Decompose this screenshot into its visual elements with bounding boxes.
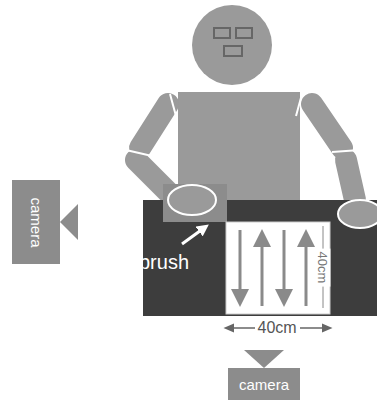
stroke-arrows	[240, 230, 306, 306]
camera-body: camera	[228, 368, 300, 400]
robot-head	[192, 5, 272, 85]
dimension-line	[298, 327, 328, 329]
robot-eye	[236, 28, 252, 38]
dimension-label: 40cm	[255, 319, 300, 337]
dimension-line	[228, 327, 256, 329]
camera-label: camera	[239, 376, 289, 393]
robot-mouth	[224, 46, 242, 56]
robot-eye	[214, 28, 230, 38]
work-area	[226, 222, 330, 314]
camera-lens	[60, 204, 78, 240]
dimension-label: 40cm	[315, 248, 330, 286]
camera-label: camera	[28, 197, 45, 247]
brush	[163, 184, 227, 222]
robot-hand	[168, 185, 216, 215]
camera-body: camera	[12, 180, 60, 264]
robot-hand	[338, 200, 377, 228]
robot-joints	[126, 94, 360, 156]
leader-arrow	[182, 228, 204, 244]
part-label: brush	[136, 251, 192, 274]
camera-lens	[244, 350, 284, 368]
